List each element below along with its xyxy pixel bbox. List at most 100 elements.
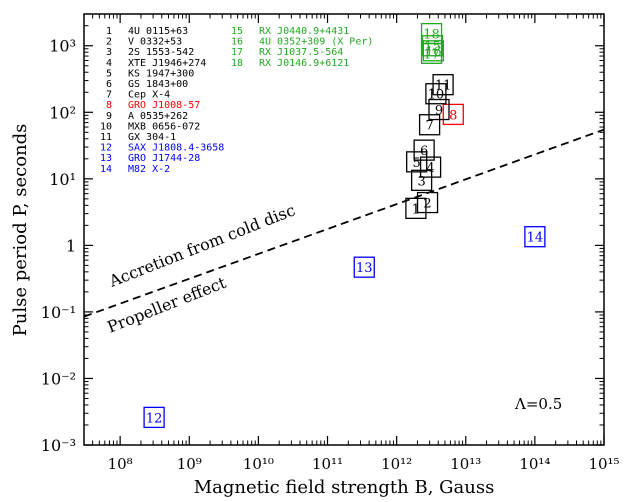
data-point-3: 3 xyxy=(410,169,433,191)
legend-number: 4 xyxy=(106,58,112,69)
x-tick-label: 10¹⁰ xyxy=(243,455,274,473)
legend-number: 10 xyxy=(100,121,112,132)
legend-source-name: M82 X-2 xyxy=(128,164,170,175)
data-point-box xyxy=(405,197,427,220)
data-point-label: 8 xyxy=(449,108,457,123)
data-point-label: 17 xyxy=(423,47,440,62)
data-point-box xyxy=(422,40,445,62)
legend-source-name: 4U 0352+309 (X Per) xyxy=(259,37,373,48)
x-tick-label: 10¹¹ xyxy=(312,455,343,473)
data-point-label: 3 xyxy=(417,174,425,189)
data-point-13: 13 xyxy=(353,256,375,278)
y-axis-label: Pulse period P, seconds xyxy=(10,124,31,337)
data-point-8: 8 xyxy=(442,103,464,126)
legend-source-name: A 0535+262 xyxy=(128,111,188,122)
data-point-label: 14 xyxy=(527,231,544,246)
legend-number: 9 xyxy=(106,111,112,122)
data-point-box xyxy=(416,191,439,214)
legend-source-name: RX J0146.9+6121 xyxy=(259,58,349,69)
data-point-18: 18 xyxy=(420,22,443,45)
y-tick-label: 1 xyxy=(66,236,76,255)
data-point-box xyxy=(425,83,447,105)
data-point-1: 1 xyxy=(405,197,427,220)
data-point-box xyxy=(413,139,435,161)
y-tick-label: 10³ xyxy=(49,37,76,56)
data-point-box xyxy=(428,98,450,121)
legend-source-name: 2S 1553-542 xyxy=(128,47,194,58)
boundary-dashed-line xyxy=(83,128,605,318)
y-tick-label: 10² xyxy=(49,103,76,122)
data-point-box xyxy=(353,256,375,278)
legend-number: 15 xyxy=(231,26,243,37)
data-point-label: 4 xyxy=(426,161,434,176)
data-point-label: 7 xyxy=(425,119,433,134)
x-tick-label: 10¹⁴ xyxy=(519,455,550,473)
annotation-lambda: Λ=0.5 xyxy=(514,395,562,413)
legend-number: 14 xyxy=(100,164,112,175)
data-point-label: 16 xyxy=(425,45,442,60)
legend-number: 5 xyxy=(106,68,112,79)
data-point-9: 9 xyxy=(428,98,450,121)
data-point-label: 1 xyxy=(412,202,420,217)
legend-source-name: RX J1037.5-564 xyxy=(259,47,343,58)
legend-source-name: KS 1947+300 xyxy=(128,68,194,79)
legend-source-name: V 0332+53 xyxy=(128,37,182,48)
annotation-accretion: Accretion from cold disc xyxy=(106,200,298,291)
legend-number: 3 xyxy=(106,47,112,58)
data-point-11: 11 xyxy=(432,74,454,96)
data-point-box xyxy=(524,226,546,248)
legend-source-name: GRO J1008-57 xyxy=(128,100,200,111)
legend-number: 2 xyxy=(106,37,112,48)
legend-number: 7 xyxy=(106,90,112,101)
legend-source-name: XTE J1946+274 xyxy=(128,58,206,69)
y-tick-label: 10⁻² xyxy=(41,369,76,388)
legend-number: 8 xyxy=(106,100,112,111)
data-point-box xyxy=(421,35,444,57)
legend-source-name: GX 304-1 xyxy=(128,132,176,143)
data-point-label: 11 xyxy=(435,79,452,94)
data-point-14: 14 xyxy=(524,226,546,248)
data-point-box xyxy=(419,156,442,178)
data-point-2: 2 xyxy=(416,191,439,214)
data-point-box xyxy=(406,151,428,173)
data-point-box xyxy=(442,103,464,126)
data-point-label: 9 xyxy=(435,104,443,119)
data-point-4: 4 xyxy=(419,156,442,178)
plot-frame xyxy=(83,13,605,446)
legend-number: 16 xyxy=(231,37,243,48)
x-tick-label: 10¹² xyxy=(381,455,412,473)
legend-source-name: 4U 0115+63 xyxy=(128,26,188,37)
x-axis-label: Magnetic field strength B, Gauss xyxy=(194,477,495,498)
data-point-5: 5 xyxy=(406,151,428,173)
legend-source-name: Cep X-4 xyxy=(128,90,170,101)
y-tick-label: 10¹ xyxy=(49,170,76,189)
legend-source-name: RX J0440.9+4431 xyxy=(259,26,349,37)
data-point-label: 12 xyxy=(146,411,163,426)
x-tick-label: 10¹⁵ xyxy=(588,455,619,473)
data-point-box xyxy=(432,74,454,96)
y-tick-label: 10⁻¹ xyxy=(41,303,76,322)
data-point-6: 6 xyxy=(413,139,435,161)
legend-number: 12 xyxy=(100,143,112,154)
data-point-box xyxy=(420,22,443,45)
data-point-label: 6 xyxy=(420,144,428,159)
data-point-box xyxy=(410,169,433,191)
y-tick-label: 10⁻³ xyxy=(41,436,76,455)
legend-number: 6 xyxy=(106,79,112,90)
data-point-box xyxy=(143,406,165,429)
data-point-label: 2 xyxy=(423,197,431,212)
data-point-16: 16 xyxy=(422,40,445,62)
data-point-label: 18 xyxy=(423,28,440,43)
x-tick-label: 10¹³ xyxy=(450,455,481,473)
data-point-12: 12 xyxy=(143,406,165,429)
legend-number: 17 xyxy=(231,47,243,58)
legend-number: 18 xyxy=(231,58,243,69)
legend-source-name: MXB 0656-072 xyxy=(128,121,200,132)
legend-number: 13 xyxy=(100,153,112,164)
legend-source-name: SAX J1808.4-3658 xyxy=(128,143,224,154)
legend-number: 1 xyxy=(106,26,112,37)
x-tick-label: 10⁹ xyxy=(177,455,202,473)
legend-number: 11 xyxy=(100,132,112,143)
